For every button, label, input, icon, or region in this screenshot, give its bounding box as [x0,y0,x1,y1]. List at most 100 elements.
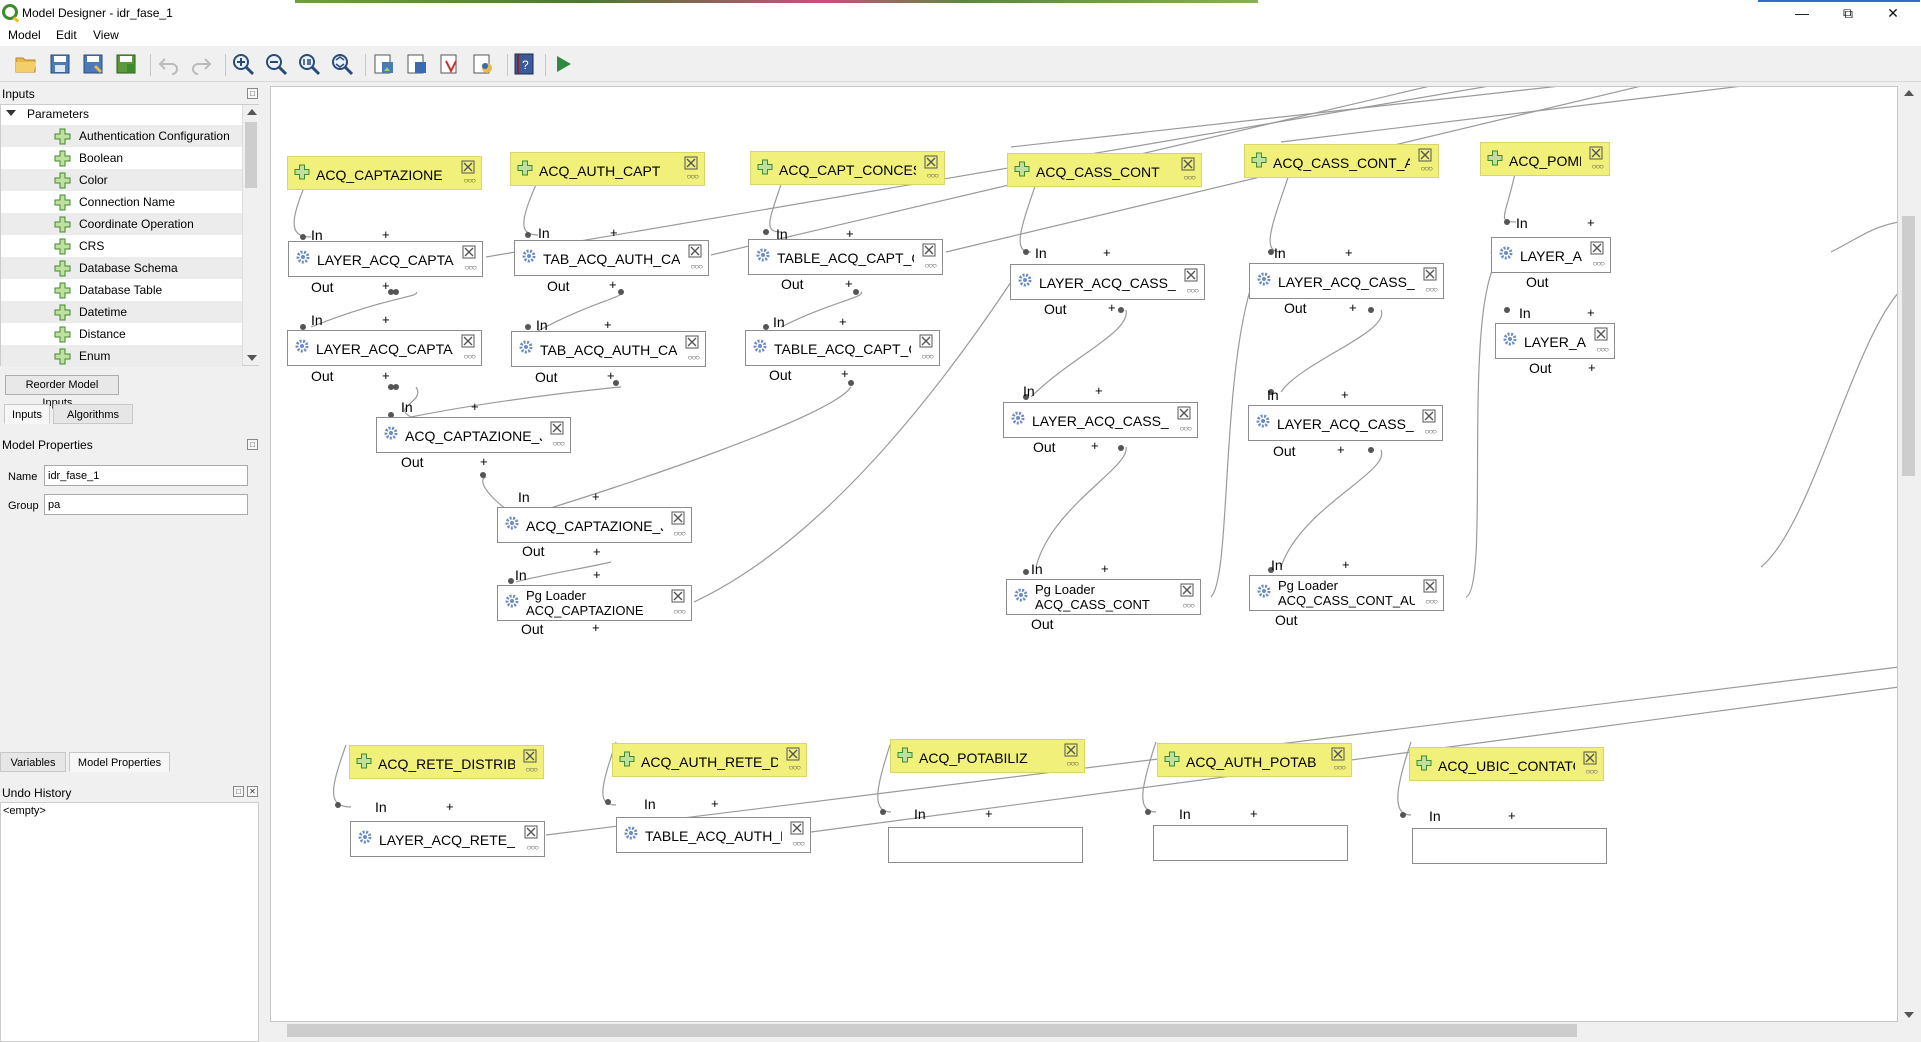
model-canvas[interactable]: ACQ_CAPTAZIONE○○○ACQ_AUTH_CAPT○○○ACQ_CAP… [270,86,1898,1022]
remove-node-icon[interactable] [1422,409,1436,423]
parameters-root[interactable]: Parameters [27,107,90,121]
model-properties-float-icon[interactable]: □ [247,439,258,450]
input-port[interactable]: In [311,312,323,328]
remove-node-icon[interactable] [1184,268,1198,282]
node-options-icon[interactable]: ○○○ [924,261,937,270]
expand-port-icon[interactable]: + [1091,438,1099,453]
remove-node-icon[interactable] [790,821,804,835]
export-image-button[interactable] [372,52,396,76]
algorithm-node[interactable]: LAYER_ACQ_CAPTAZIONE○○○ [288,241,483,277]
input-node[interactable]: ACQ_POTABILIZ○○○ [890,739,1085,773]
input-port[interactable]: In [1519,305,1531,321]
algorithm-node[interactable] [1153,825,1348,861]
close-window-button[interactable]: ✕ [1887,5,1899,21]
node-options-icon[interactable]: ○○○ [1183,173,1196,182]
expand-port-icon[interactable]: + [1108,300,1116,315]
parameter-item[interactable]: Datetime [1,301,242,323]
input-node[interactable]: ACQ_AUTH_CAPT○○○ [510,152,705,186]
algorithm-node[interactable]: LAYER_ACQ_PO○○○ [1491,237,1611,273]
node-options-icon[interactable]: ○○○ [464,263,477,272]
export-python-button[interactable] [471,52,495,76]
expand-port-icon[interactable]: + [592,620,600,635]
expand-port-icon[interactable]: + [610,225,618,240]
reorder-inputs-button[interactable]: Reorder Model Inputs... [5,375,119,409]
expand-port-icon[interactable]: + [593,544,601,559]
node-options-icon[interactable]: ○○○ [673,529,686,538]
scrollbar-thumb[interactable] [245,122,257,188]
output-port[interactable]: Out [1275,612,1298,628]
input-node[interactable]: ACQ_AUTH_POTAB○○○ [1157,743,1352,777]
remove-node-icon[interactable] [523,749,537,763]
output-port[interactable]: Out [311,368,334,384]
node-options-icon[interactable]: ○○○ [463,176,476,185]
node-options-icon[interactable]: ○○○ [463,352,476,361]
input-port[interactable]: In [914,806,926,822]
expand-port-icon[interactable]: + [711,796,719,811]
output-port[interactable]: Out [522,543,545,559]
parameter-item[interactable]: Boolean [1,147,242,169]
node-options-icon[interactable]: ○○○ [1585,767,1598,776]
expand-port-icon[interactable]: + [1337,442,1345,457]
tab-algorithms[interactable]: Algorithms [53,404,133,424]
expand-port-icon[interactable]: + [607,368,615,383]
expand-port-icon[interactable]: + [471,399,479,414]
expand-port-icon[interactable]: + [846,226,854,241]
input-node[interactable]: ACQ_CAPT_CONCES○○○ [750,151,945,185]
algorithm-node[interactable]: TABLE_ACQ_CAPT_CONCES○○○ [745,330,940,366]
expand-port-icon[interactable]: + [382,312,390,327]
input-node[interactable]: ACQ_CASS_CONT○○○ [1007,153,1202,187]
expand-port-icon[interactable]: + [1345,245,1353,260]
expand-port-icon[interactable]: + [609,277,617,292]
remove-node-icon[interactable] [1594,327,1608,341]
inputs-dock-float-icon[interactable]: □ [247,88,258,99]
canvas-horizontal-scrollbar[interactable] [270,1022,1898,1039]
input-port[interactable]: In [1035,245,1047,261]
scroll-down-icon[interactable] [247,355,257,361]
input-port[interactable]: In [538,225,550,241]
input-node[interactable]: ACQ_UBIC_CONTATORE○○○ [1409,747,1604,781]
expand-port-icon[interactable]: + [1587,305,1595,320]
remove-node-icon[interactable] [461,160,475,174]
input-port[interactable]: In [1267,387,1279,403]
algorithm-node[interactable]: Pg Loader ACQ_CAPTAZIONE○○○ [497,585,692,621]
expand-port-icon[interactable]: + [382,368,390,383]
parameter-item[interactable]: Database Schema [1,257,242,279]
input-node[interactable]: ACQ_RETE_DISTRIB○○○ [349,745,544,779]
remove-node-icon[interactable] [919,334,933,348]
node-options-icon[interactable]: ○○○ [1179,424,1192,433]
output-port[interactable]: Out [535,369,558,385]
output-port[interactable]: Out [1031,616,1054,632]
node-options-icon[interactable]: ○○○ [673,607,686,616]
scroll-up-icon[interactable] [247,109,257,115]
node-options-icon[interactable]: ○○○ [1066,759,1079,768]
export-svg-button[interactable] [438,52,462,76]
algorithm-node[interactable]: LAYER_ACQ_PO○○○ [1495,323,1615,359]
output-port[interactable]: Out [1284,300,1307,316]
node-options-icon[interactable]: ○○○ [1186,286,1199,295]
zoom-full-button[interactable] [330,52,354,76]
expand-port-icon[interactable]: + [1587,215,1595,230]
zoom-in-button[interactable] [231,52,255,76]
model-group-input[interactable] [44,494,248,515]
input-port[interactable]: In [536,317,548,333]
input-port[interactable]: In [515,567,527,583]
input-port[interactable]: In [1429,808,1441,824]
input-node[interactable]: ACQ_CASS_CONT_AUTO○○○ [1244,144,1439,178]
remove-node-icon[interactable] [524,825,538,839]
algorithm-node[interactable]: TABLE_ACQ_AUTH_RETE_D○○○ [616,817,811,853]
tab-inputs[interactable]: Inputs [4,404,50,424]
output-port[interactable]: Out [1044,301,1067,317]
parameter-item[interactable]: Color [1,169,242,191]
remove-node-icon[interactable] [1180,583,1194,597]
algorithm-node[interactable]: LAYER_ACQ_CAPTAZIONE_○○○ [287,330,482,366]
canvas-scroll-up-icon[interactable] [1904,90,1914,96]
remove-node-icon[interactable] [786,747,800,761]
input-node[interactable]: ACQ_POMPAGGIO○○○ [1480,142,1610,176]
remove-node-icon[interactable] [1331,747,1345,761]
node-options-icon[interactable]: ○○○ [1596,345,1609,354]
run-model-button[interactable] [551,52,575,76]
node-options-icon[interactable]: ○○○ [1425,597,1438,606]
node-options-icon[interactable]: ○○○ [1591,162,1604,171]
node-options-icon[interactable]: ○○○ [526,843,539,852]
remove-node-icon[interactable] [685,335,699,349]
